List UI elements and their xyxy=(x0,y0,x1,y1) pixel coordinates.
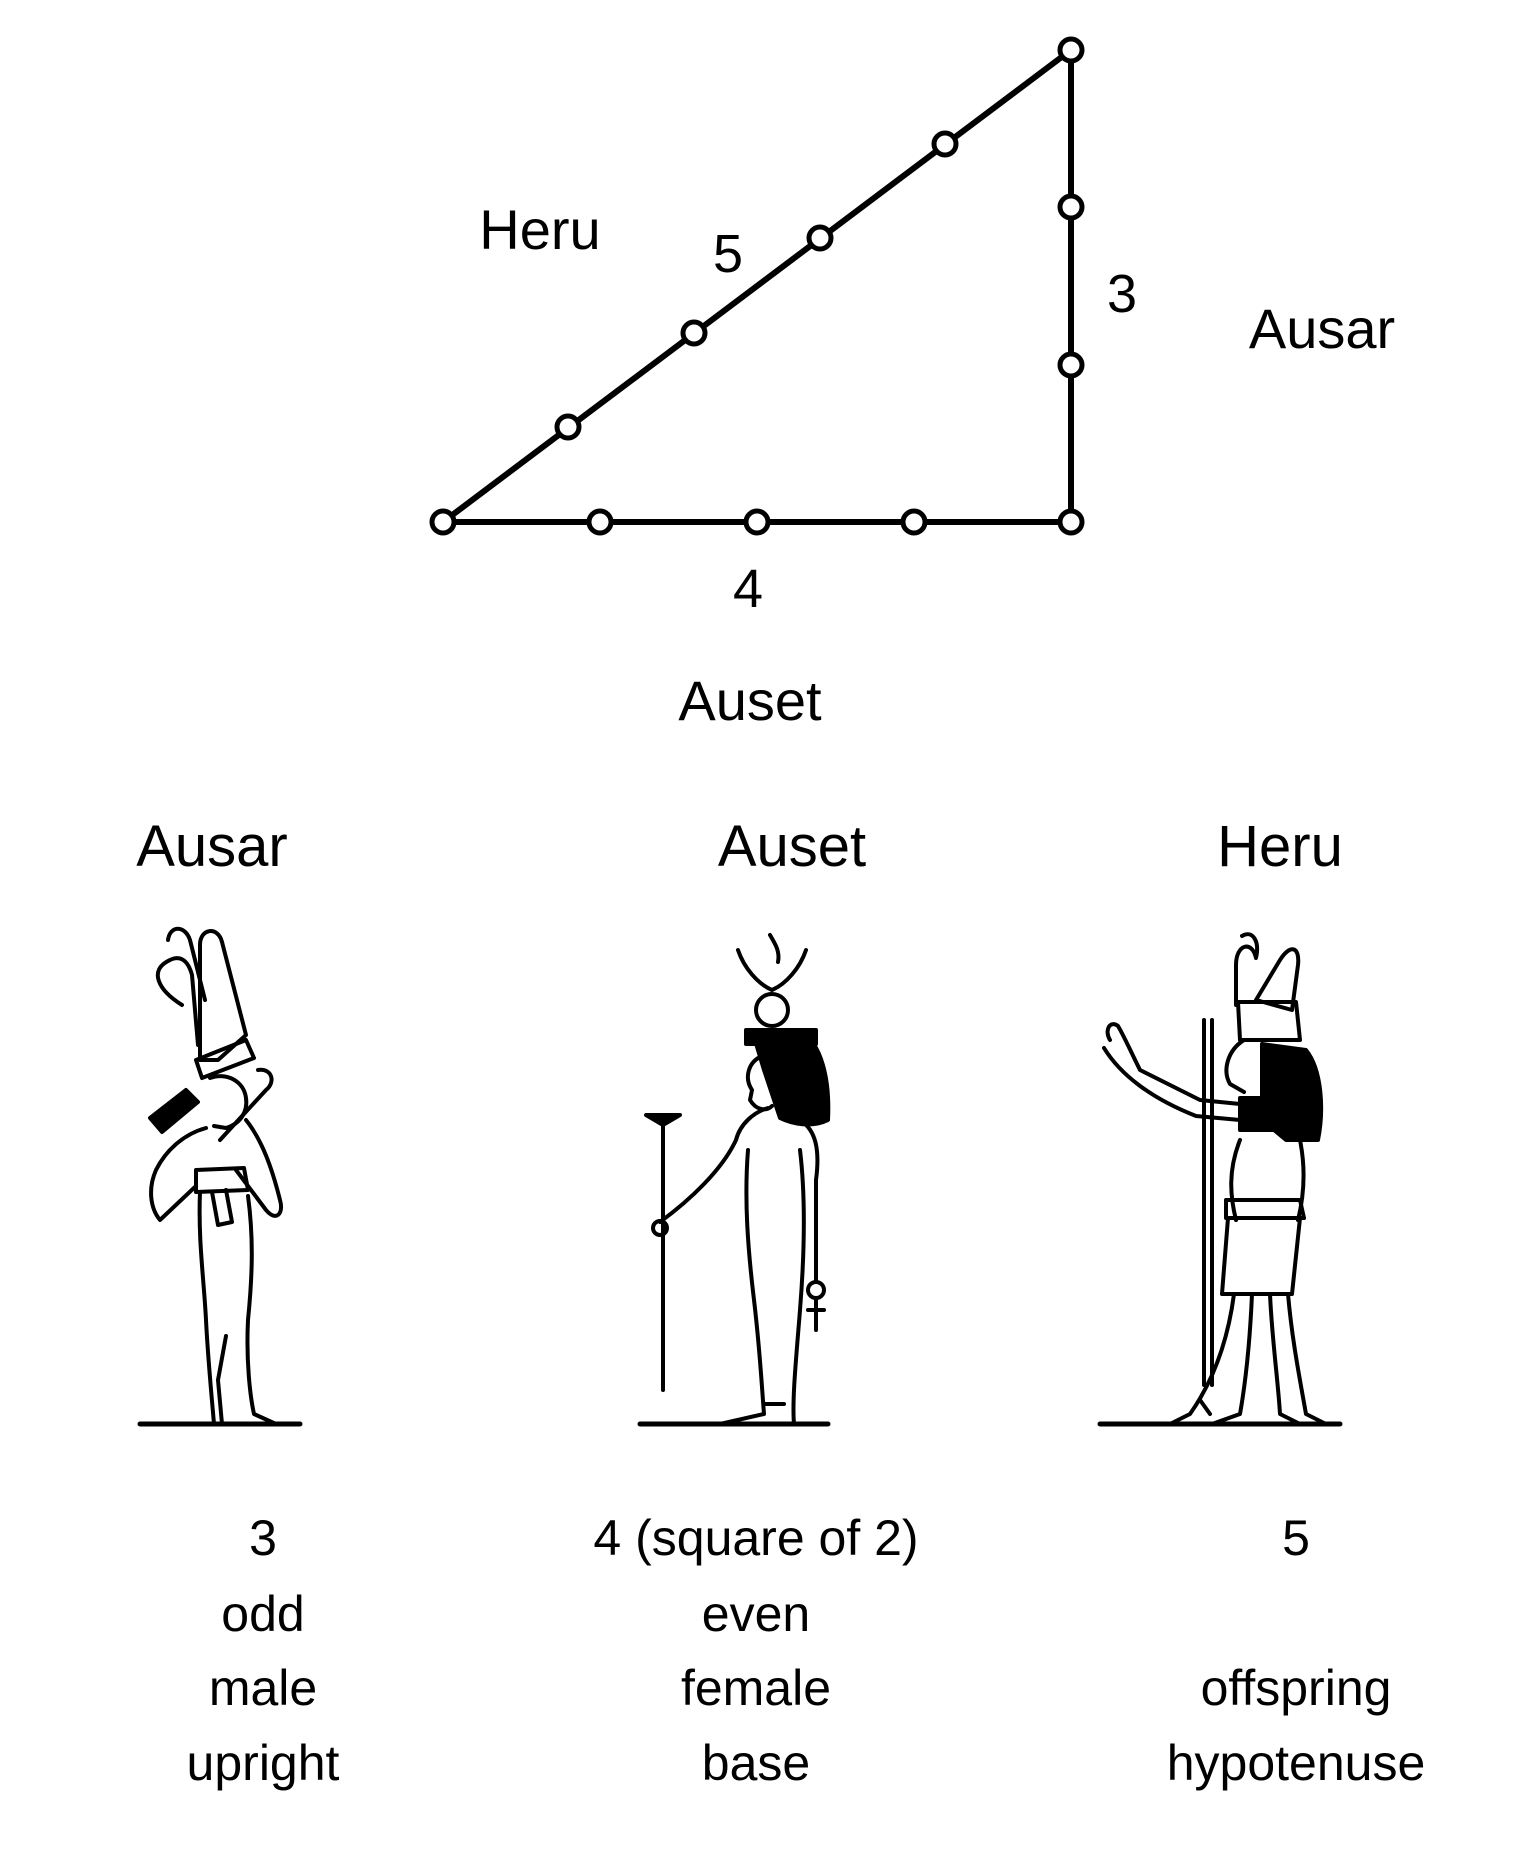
caption-number: 5 xyxy=(1282,1510,1310,1566)
caption-auset: 4 (square of 2) even female base xyxy=(593,1510,918,1791)
right-triangle xyxy=(441,47,1074,525)
figure-title-ausar: Ausar xyxy=(136,814,288,879)
upright-length-label: 3 xyxy=(1107,264,1137,324)
auset-figure-illustration xyxy=(637,933,831,1427)
base-length-label: 4 xyxy=(733,559,763,619)
caption-line: offspring xyxy=(1201,1660,1392,1716)
knot-upright xyxy=(1057,351,1085,379)
triangle-knots xyxy=(429,36,1085,536)
knot-hypotenuse xyxy=(931,130,959,158)
knot-base xyxy=(586,508,614,536)
caption-ausar: 3 odd male upright xyxy=(187,1510,340,1791)
caption-line: base xyxy=(702,1735,810,1791)
knot-upright xyxy=(1057,193,1085,221)
knot-hypotenuse xyxy=(554,413,582,441)
caption-line: upright xyxy=(187,1735,340,1791)
caption-heru: 5 offspring hypotenuse xyxy=(1167,1510,1426,1791)
figure-title-heru: Heru xyxy=(1217,814,1343,879)
knot-vertex-left xyxy=(429,508,457,536)
caption-line: hypotenuse xyxy=(1167,1735,1426,1791)
caption-number: 4 (square of 2) xyxy=(593,1510,918,1566)
caption-number: 3 xyxy=(249,1510,277,1566)
caption-line: female xyxy=(681,1660,831,1716)
hypotenuse-length-label: 5 xyxy=(713,224,743,284)
ausar-figure-illustration xyxy=(137,926,303,1427)
knot-vertex-top xyxy=(1057,36,1085,64)
knot-vertex-right xyxy=(1057,508,1085,536)
hypotenuse-name-label: Heru xyxy=(479,198,600,261)
figure-title-auset: Auset xyxy=(718,814,866,879)
knot-base xyxy=(900,508,928,536)
caption-line: even xyxy=(702,1586,810,1642)
heru-figure-illustration xyxy=(1097,932,1343,1427)
knot-base xyxy=(743,508,771,536)
base-name-label: Auset xyxy=(678,669,822,732)
upright-name-label: Ausar xyxy=(1249,297,1395,360)
hypotenuse-edge xyxy=(441,47,1073,525)
caption-line: odd xyxy=(221,1586,304,1642)
caption-line: male xyxy=(209,1660,317,1716)
knot-hypotenuse xyxy=(806,224,834,252)
knot-hypotenuse xyxy=(680,319,708,347)
